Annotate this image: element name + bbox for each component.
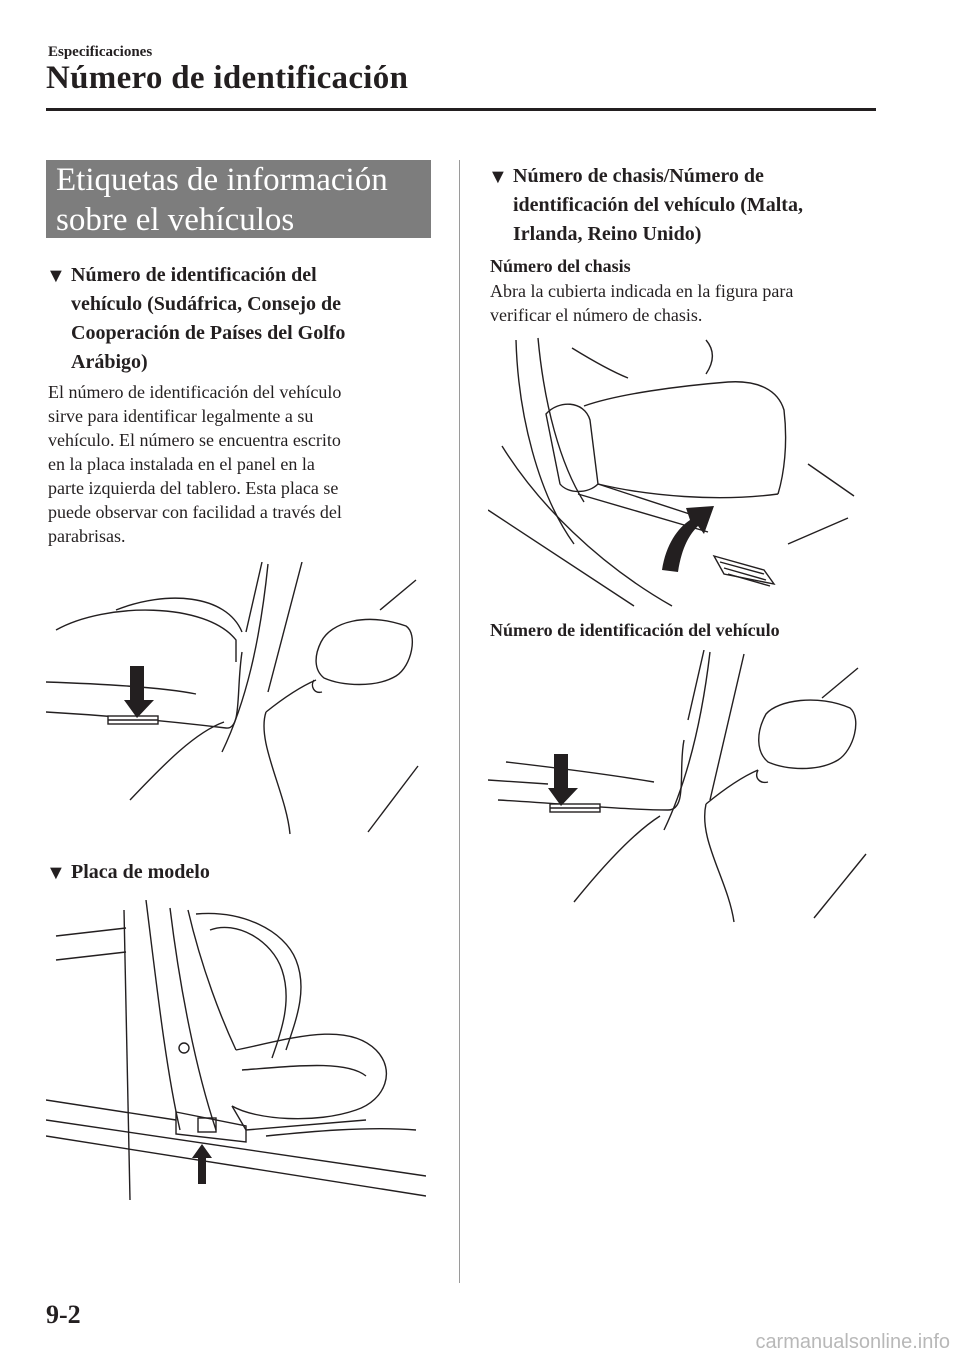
heading-line-2: identificación del vehículo (Malta,: [513, 194, 803, 216]
windshield-vin-illustration: [488, 650, 878, 930]
banner-line-2: sobre el vehículos: [56, 202, 295, 238]
dashboard-vin-illustration: [46, 562, 436, 842]
text-line: parte izquierda del tablero. Esta placa …: [48, 478, 339, 498]
arrow-icon: [124, 666, 154, 718]
title-rule: [46, 108, 876, 111]
arrow-icon: [662, 506, 714, 572]
model-plate-illustration: [46, 900, 426, 1200]
column-divider: [459, 160, 460, 1283]
text-line: sirve para identificar legalmente a su: [48, 406, 314, 426]
heading-line-1: Número de identificación del: [71, 264, 317, 286]
text-line: parabrisas.: [48, 526, 126, 546]
chassis-number-label: Número del chasis: [490, 256, 631, 276]
heading-line-3: Irlanda, Reino Unido): [513, 223, 702, 245]
chassis-cover-illustration: [488, 334, 878, 614]
section-banner: Etiquetas de información sobre el vehícu…: [46, 160, 431, 238]
down-triangle-icon: ▼: [46, 862, 66, 884]
watermark: carmanualsonline.info: [755, 1331, 950, 1353]
section-label: Especificaciones: [48, 44, 153, 60]
heading-line-4: Arábigo): [71, 351, 148, 373]
heading-vin-gcc: ▼ Número de identificación del vehículo …: [46, 261, 446, 377]
arrow-icon: [548, 754, 578, 806]
down-triangle-icon: ▼: [46, 265, 66, 287]
text-line: El número de identificación del vehículo: [48, 382, 342, 402]
chassis-description: Abra la cubierta indicada en la figura p…: [490, 279, 890, 327]
page-title: Número de identificación: [46, 60, 409, 96]
page-number: 9-2: [46, 1300, 81, 1329]
text-line: puede observar con facilidad a través de…: [48, 502, 342, 522]
text-line: en la placa instalada en el panel en la: [48, 454, 315, 474]
text-line: vehículo. El número se encuentra escrito: [48, 430, 341, 450]
text-line: verificar el número de chasis.: [490, 305, 703, 325]
down-triangle-icon: ▼: [488, 166, 508, 188]
banner-line-1: Etiquetas de información: [56, 162, 388, 198]
heading-model-plate: ▼ Placa de modelo: [46, 858, 426, 887]
heading-line-1: Número de chasis/Número de: [513, 165, 764, 187]
heading-text: Placa de modelo: [71, 861, 210, 883]
heading-line-2: vehículo (Sudáfrica, Consejo de: [71, 293, 341, 315]
vin-description: El número de identificación del vehículo…: [48, 380, 448, 548]
heading-line-3: Cooperación de Países del Golfo: [71, 322, 346, 344]
arrow-icon: [192, 1144, 212, 1184]
heading-chassis: ▼ Número de chasis/Número de identificac…: [488, 162, 888, 249]
text-line: Abra la cubierta indicada en la figura p…: [490, 281, 794, 301]
vin-label: Número de identificación del vehículo: [490, 620, 780, 640]
